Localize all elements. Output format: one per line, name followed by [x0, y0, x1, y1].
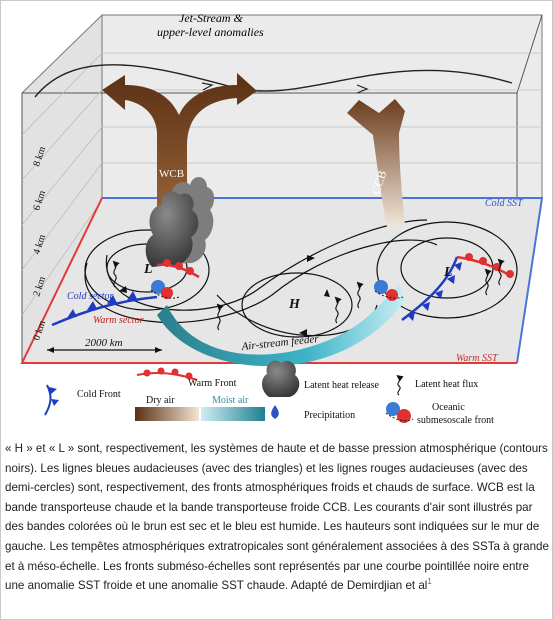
jet-stream-label: upper-level anomalies: [157, 25, 264, 39]
ccb-band: CCB: [347, 99, 405, 227]
cold-sector-label: Cold sector: [67, 291, 113, 302]
low-pressure-label-left: L: [143, 262, 153, 277]
svg-text:Latent heat flux: Latent heat flux: [415, 379, 478, 390]
latent-heat-flux-arrows: [112, 258, 505, 331]
scale-label: 2000 km: [85, 337, 123, 349]
legend-precipitation: Precipitation: [271, 405, 355, 421]
jet-stream-label: Jet-Stream &: [179, 11, 244, 25]
legend: Cold Front Warm Front Dry air Moist air …: [44, 360, 494, 426]
legend-warm-front: Warm Front: [136, 367, 237, 389]
left-fronts: [51, 259, 200, 327]
warm-sst-label: Warm SST: [456, 353, 499, 364]
legend-latent-release: Latent heat release: [262, 360, 380, 397]
cold-sst-label: Cold SST: [485, 198, 524, 209]
svg-text:Cold Front: Cold Front: [77, 389, 121, 400]
scale-bar: 2000 km: [47, 337, 162, 353]
legend-cold-front: Cold Front: [44, 384, 121, 416]
svg-text:Moist air: Moist air: [212, 395, 249, 406]
high-pressure-label: H: [288, 297, 301, 312]
pressure-labels: L L H: [143, 262, 453, 312]
legend-dry-moist: Dry air Moist air: [135, 395, 265, 421]
low-pressure-label-right: L: [443, 265, 453, 280]
cloud-stack: [145, 176, 215, 267]
svg-text:Dry air: Dry air: [146, 395, 175, 406]
caption-text: « H » et « L » sont, respectivement, les…: [5, 442, 549, 593]
legend-oceanic-front: Oceanic submesoscale front: [385, 402, 494, 426]
legend-latent-flux: Latent heat flux: [396, 375, 478, 396]
atmospheric-diagram: 8 km 6 km 4 km 2 km 0 km Jet-Stream & up…: [20, 11, 544, 426]
wcb-band: WCB: [102, 73, 257, 235]
footnote-link[interactable]: 1: [427, 577, 432, 587]
contour-arrows: [119, 255, 330, 336]
wcb-label: WCB: [159, 168, 184, 180]
figure-caption: « H » et « L » sont, respectivement, les…: [5, 439, 550, 596]
svg-text:Oceanic: Oceanic: [432, 402, 465, 413]
svg-text:Warm Front: Warm Front: [188, 378, 237, 389]
sector-labels: Cold sector Warm sector: [67, 291, 144, 326]
svg-text:Precipitation: Precipitation: [304, 410, 355, 421]
warm-sector-label: Warm sector: [93, 315, 144, 326]
svg-text:submesoscale front: submesoscale front: [417, 415, 494, 426]
svg-text:Latent heat release: Latent heat release: [304, 380, 380, 391]
